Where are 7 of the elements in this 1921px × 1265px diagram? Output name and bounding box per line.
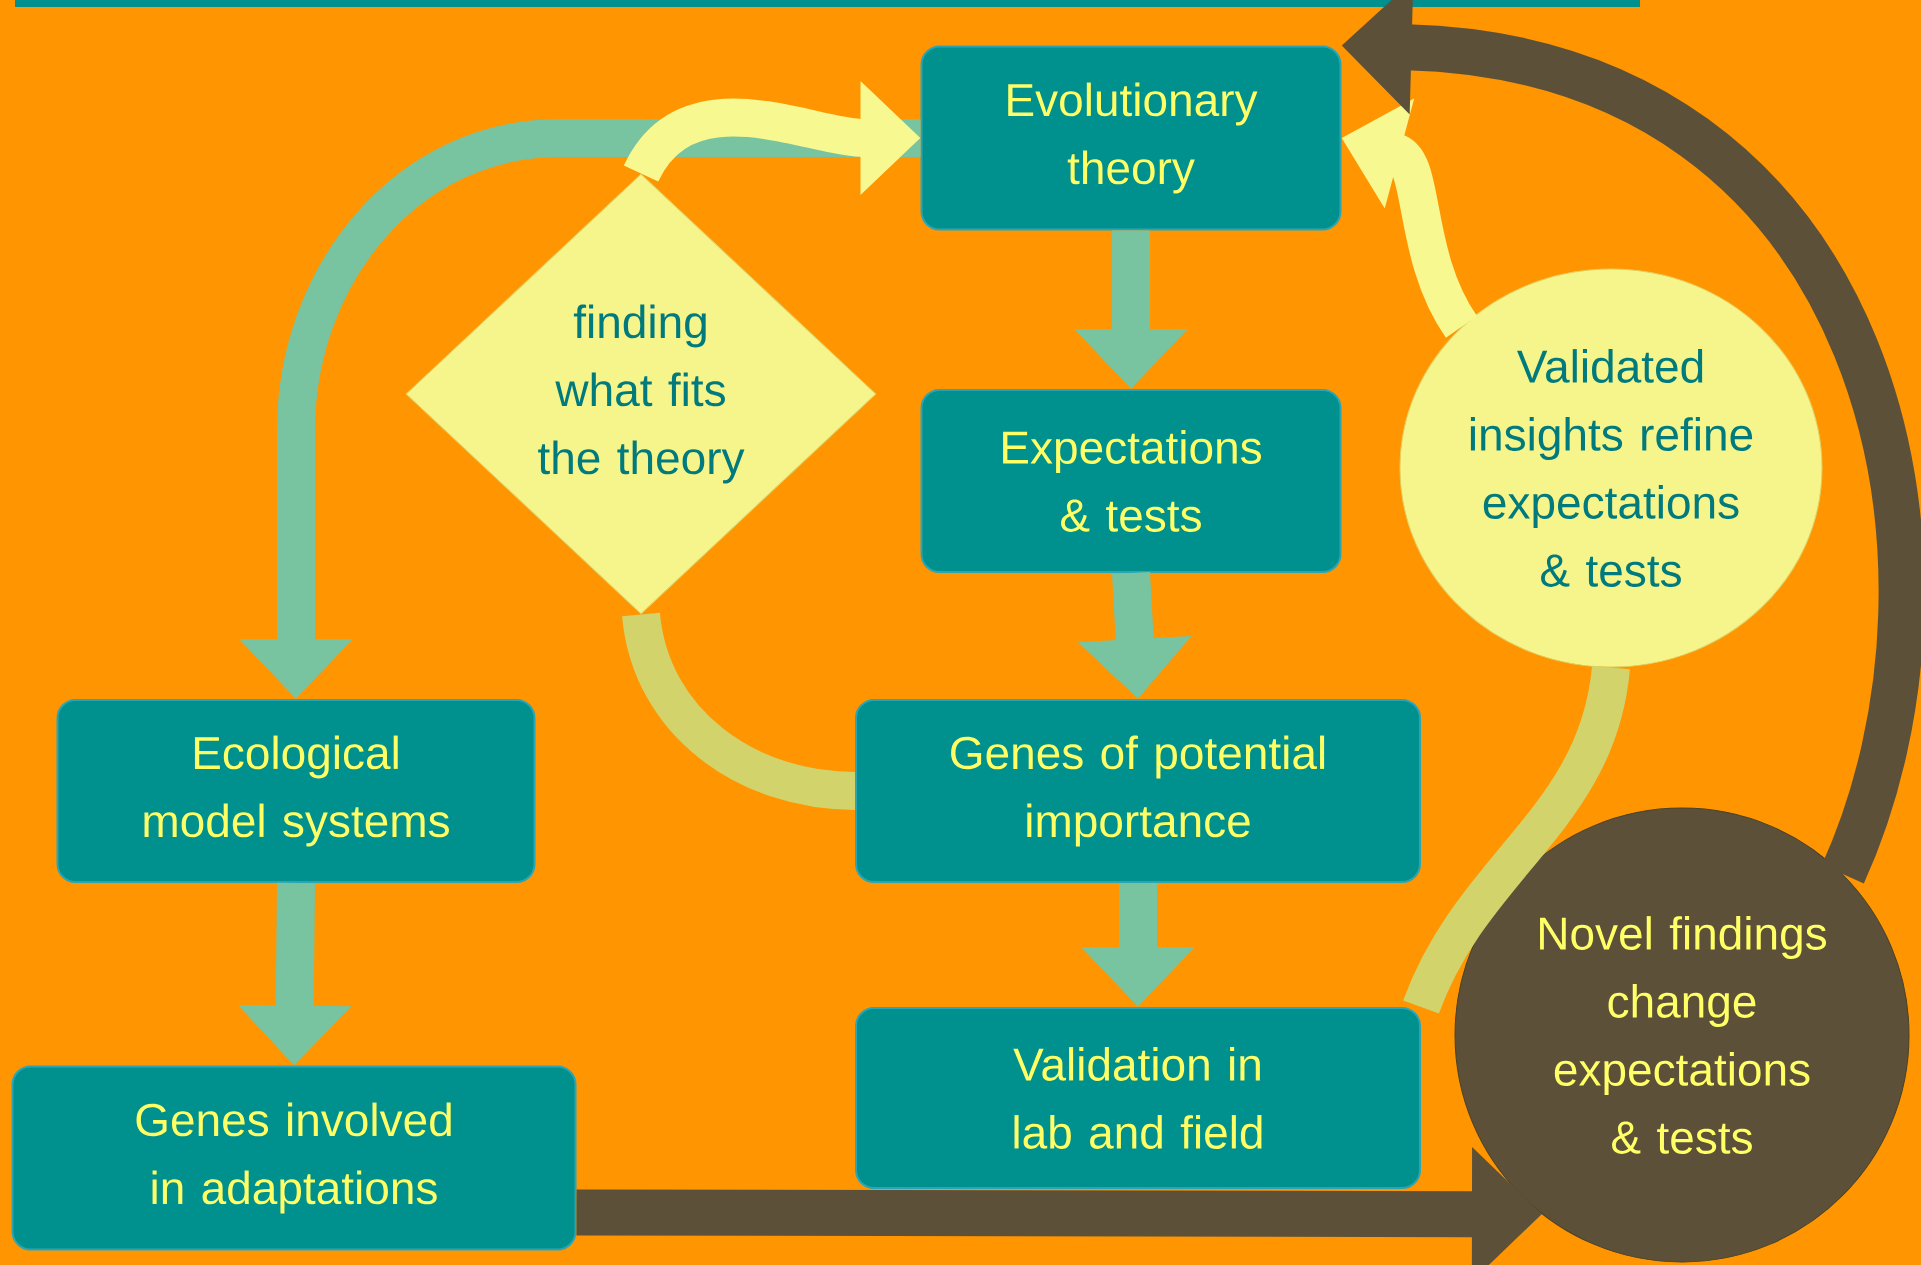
process-box: Validation in lab and field bbox=[855, 1007, 1421, 1189]
process-box: Genes involved in adaptations bbox=[11, 1065, 577, 1251]
process-box: Ecological model systems bbox=[56, 699, 536, 883]
connector-band bbox=[1403, 664, 1630, 1015]
process-box: Genes of potential importance bbox=[855, 699, 1421, 883]
process-box: Expectations & tests bbox=[920, 389, 1342, 573]
process-box: Evolutionary theory bbox=[920, 45, 1342, 231]
